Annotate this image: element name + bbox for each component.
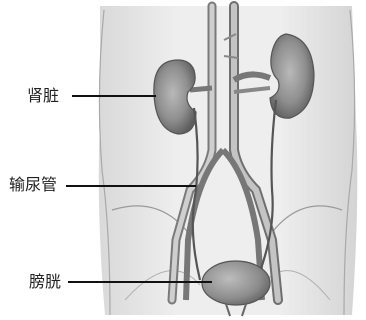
- kidney-label: 肾脏: [27, 88, 59, 104]
- bladder-label: 膀胱: [29, 274, 61, 290]
- ureter-label: 输尿管: [9, 177, 57, 193]
